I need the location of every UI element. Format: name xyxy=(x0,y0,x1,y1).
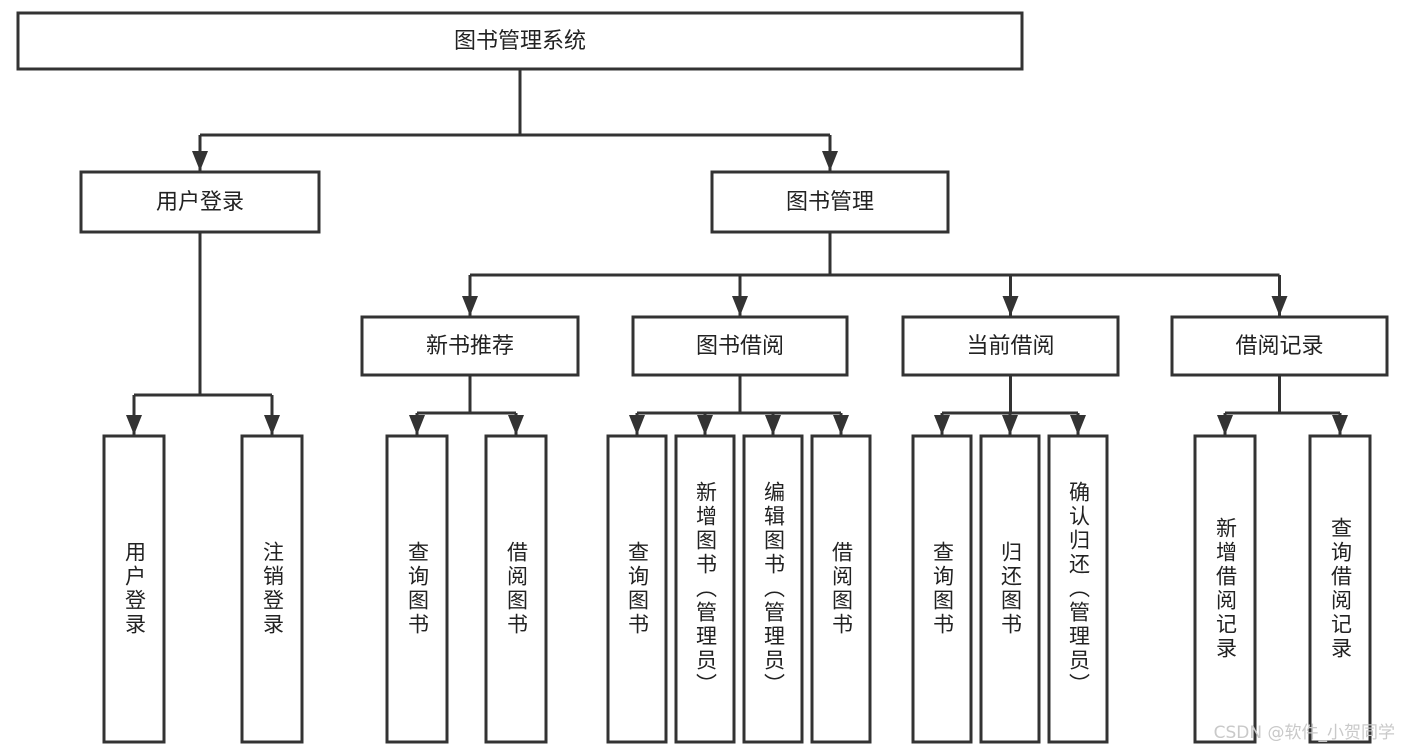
arrow-head-icon xyxy=(508,415,524,435)
node-box-book-management[interactable] xyxy=(710,170,950,234)
arrow-head-icon xyxy=(1332,415,1348,435)
node-box-new-book-recommend[interactable] xyxy=(360,315,580,377)
node-label-user-login: 用户登录 xyxy=(156,190,244,215)
node-box-leaf-user-login[interactable] xyxy=(102,434,166,744)
arrow-head-icon xyxy=(697,415,713,435)
node-label-new-book-recommend: 新书推荐 xyxy=(426,334,514,359)
arrow-head-icon xyxy=(1070,415,1086,435)
csdn-watermark: CSDN @软件_小贺同学 xyxy=(1213,723,1395,743)
arrow-head-icon xyxy=(629,415,645,435)
arrow-head-icon xyxy=(264,415,280,435)
node-box-borrow-records[interactable] xyxy=(1170,315,1389,377)
node-box-leaf-logout[interactable] xyxy=(240,434,304,744)
node-box-leaf-borrow-book-2[interactable] xyxy=(810,434,872,744)
arrow-head-icon xyxy=(934,415,950,435)
arrow-head-icon xyxy=(1271,296,1288,316)
arrow-head-icon xyxy=(126,415,142,435)
node-label-book-borrow: 图书借阅 xyxy=(696,334,784,359)
arrow-head-icon xyxy=(192,151,208,171)
node-box-current-borrow[interactable] xyxy=(901,315,1120,377)
arrow-head-icon xyxy=(833,415,849,435)
node-box-book-borrow[interactable] xyxy=(631,315,849,377)
node-box-leaf-edit-book-admin[interactable] xyxy=(742,434,804,744)
arrow-head-icon xyxy=(462,296,478,316)
arrow-head-icon xyxy=(822,151,838,171)
node-box-leaf-borrow-book-1[interactable] xyxy=(484,434,548,744)
arrow-head-icon xyxy=(765,415,781,435)
node-box-leaf-query-book-1[interactable] xyxy=(385,434,449,744)
node-label-current-borrow: 当前借阅 xyxy=(966,334,1054,359)
arrow-head-icon xyxy=(732,296,748,316)
node-box-leaf-confirm-return-admin[interactable] xyxy=(1047,434,1109,744)
connectors-layer xyxy=(126,69,1348,435)
arrow-head-icon xyxy=(409,415,425,435)
node-box-user-login[interactable] xyxy=(79,170,321,234)
node-label-book-management: 图书管理 xyxy=(786,190,874,215)
node-label-root: 图书管理系统 xyxy=(454,29,586,54)
boxes-layer xyxy=(16,11,1389,744)
arrow-head-icon xyxy=(1002,296,1019,316)
node-box-leaf-add-book-admin[interactable] xyxy=(674,434,736,744)
node-box-leaf-query-book-3[interactable] xyxy=(911,434,973,744)
node-box-leaf-query-book-2[interactable] xyxy=(606,434,668,744)
arrow-head-icon xyxy=(1002,415,1018,435)
node-box-root[interactable] xyxy=(16,11,1024,71)
node-box-leaf-return-book[interactable] xyxy=(979,434,1041,744)
node-label-borrow-records: 借阅记录 xyxy=(1235,334,1323,359)
arrow-head-icon xyxy=(1217,415,1233,435)
node-box-leaf-query-borrow-record[interactable] xyxy=(1308,434,1372,744)
node-box-leaf-add-borrow-record[interactable] xyxy=(1193,434,1257,744)
